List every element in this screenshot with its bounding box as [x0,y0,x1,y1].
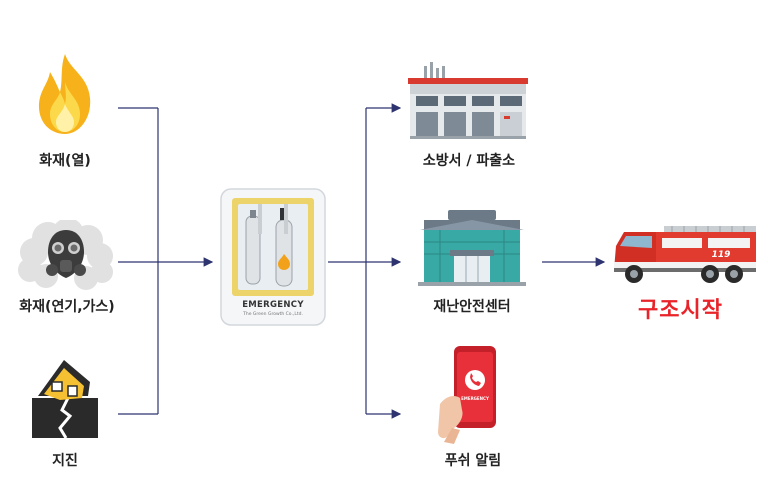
disaster-center-building-icon [418,206,526,286]
device-label: EMERGENCY [242,300,304,310]
target-label-fire-station: 소방서 / 파출소 [422,153,516,169]
fire-truck-icon: 119 [612,224,758,286]
source-label-earthquake: 지진 [52,453,78,469]
target-label-disaster-center: 재난안전센터 [433,299,511,315]
source-label-fire-smoke-gas: 화재(연기,가스) [19,299,115,315]
flame-icon [30,52,100,136]
device-sublabel: The Green Growth Co.,Ltd. [243,312,303,317]
rescue-start-label: 구조시작 [638,298,723,323]
gas-mask-icon [16,218,116,290]
source-label-fire-heat: 화재(열) [39,153,91,169]
emergency-device: EMERGENCY The Green Growth Co.,Ltd. [220,188,326,326]
smartphone-icon: EMERGENCY [438,344,508,444]
target-label-push-alert: 푸쉬 알림 [444,453,502,469]
earthquake-house-icon [30,356,100,440]
truck-number: 119 [711,250,731,260]
output-connector [328,103,402,419]
input-connector [118,107,214,415]
fire-station-icon [406,58,530,140]
smartphone-screen-text: EMERGENCY [461,396,489,401]
